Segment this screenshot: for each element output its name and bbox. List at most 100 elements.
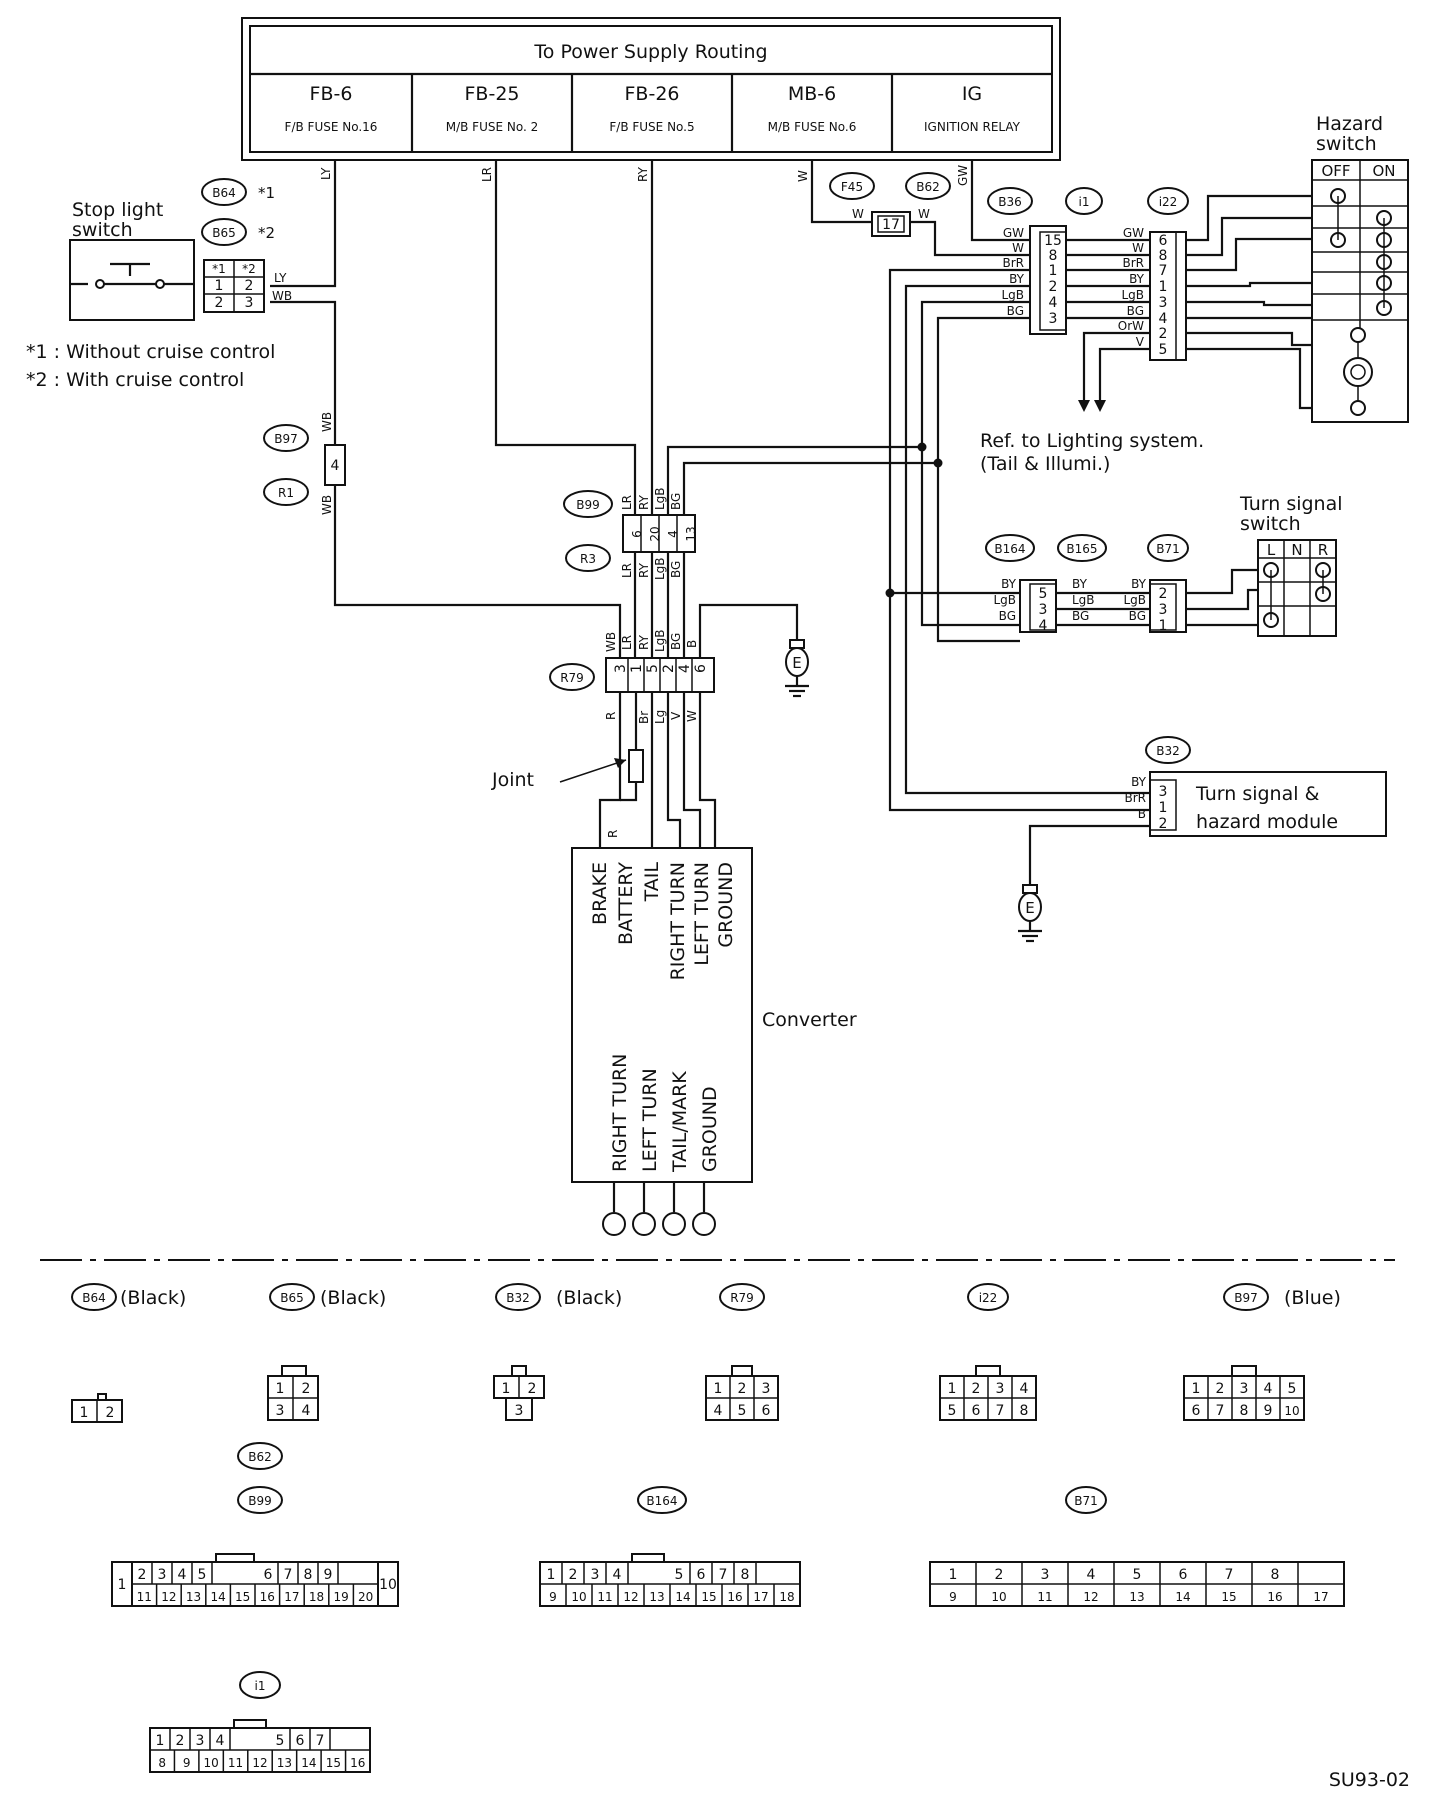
- conv-out-right-turn: RIGHT TURN: [609, 1054, 631, 1172]
- stop-pin-d: 2: [245, 278, 254, 294]
- stop-light-switch: *1 *2 1 2 2 3 LY WB Stop light switch B6…: [26, 178, 292, 391]
- fuse-desc-mb6: M/B FUSE No.6: [768, 120, 857, 134]
- legend-r79-tag: R79: [730, 1291, 754, 1305]
- wire-label-wb-2: WB: [320, 495, 334, 515]
- b164-pin-bottom: 12: [623, 1590, 638, 1604]
- b99-pin-bottom: 17: [284, 1590, 299, 1604]
- note-without-cruise: *1 : Without cruise control: [26, 341, 275, 363]
- b164-pin-2: 3: [1039, 602, 1048, 618]
- legend-b62-tag: B62: [248, 1450, 272, 1464]
- connector-b99: B99 6 20 4 13 R3 LR RY LgB BG LR RY LgB …: [563, 487, 698, 580]
- legend-b65-tag: B65: [280, 1291, 304, 1305]
- b99-pin-bottom: 12: [161, 1590, 176, 1604]
- tag-r1: R1: [278, 486, 294, 500]
- stop-light-label-1: Stop light: [72, 199, 163, 221]
- b164-pin-bottom: 14: [675, 1590, 690, 1604]
- fuse-desc-fb6: F/B FUSE No.16: [285, 120, 378, 134]
- i22-wire-lgb: LgB: [1121, 288, 1144, 302]
- connector-b36: B36 i1 i22 15 8 1 2 4 3 GW W BrR BY LgB …: [987, 187, 1189, 361]
- wire-lr-b99: LR: [620, 495, 634, 510]
- b71-pin-bottom: 10: [991, 1590, 1006, 1604]
- wire-label-ry-top: RY: [636, 166, 650, 182]
- fuse-code-mb6: MB-6: [788, 83, 836, 105]
- b97-pin: 4: [331, 458, 340, 474]
- lighting-ref-2: (Tail & Illumi.): [980, 453, 1110, 475]
- wire-ry-r3: RY: [637, 562, 651, 578]
- fuse-code-fb25: FB-25: [465, 83, 520, 105]
- b99-pin-bottom: 13: [186, 1590, 201, 1604]
- b36-wire-bg: BG: [1007, 304, 1024, 318]
- i22-wire-bg: BG: [1127, 304, 1144, 318]
- b164-pin-bottom: 18: [779, 1590, 794, 1604]
- legend-b97-pin-8: 8: [1240, 1403, 1249, 1419]
- hazard-switch: Hazard switch OFF ON: [1311, 113, 1409, 423]
- b71-pin-top: 4: [1087, 1567, 1096, 1583]
- wire-b-r79: B: [685, 640, 699, 648]
- b36-pin-5: 4: [1049, 295, 1058, 311]
- wire-br-out: Br: [637, 711, 651, 724]
- legend-r79-pin-1: 1: [714, 1381, 723, 1397]
- connector-r79: R79 3 1 5 2 4 6 WB LR RY LgB BG B R Br L…: [549, 629, 715, 724]
- b99-pin-bottom: 16: [260, 1590, 275, 1604]
- b36-pin-4: 2: [1049, 279, 1058, 295]
- joint: Joint R: [491, 749, 644, 838]
- stop-pin-b: *2: [242, 262, 256, 276]
- b99-pin-top: 3: [158, 1567, 167, 1583]
- connector-b164-b71: B164 B165 B71 5 3 4 BY LgB BG BY LgB BG …: [985, 534, 1189, 634]
- tag-r3: R3: [580, 552, 596, 566]
- stop-wire-ly: LY: [274, 271, 287, 285]
- legend-b64-pin-2: 2: [106, 1405, 115, 1421]
- wire-lr-r79: LR: [620, 635, 634, 650]
- legend-b97-color: (Blue): [1284, 1287, 1341, 1309]
- r79-pin-4: 2: [661, 664, 677, 673]
- converter: Converter BRAKE BATTERY TAIL RIGHT TURN …: [571, 847, 857, 1236]
- b164-pin-top: 1: [547, 1567, 556, 1583]
- wire-label-wb-1: WB: [320, 412, 334, 432]
- tag-b165: B165: [1066, 542, 1097, 556]
- legend-r79-pin-3: 3: [762, 1381, 771, 1397]
- i1-pin-top: 5: [276, 1733, 285, 1749]
- stop-pin-a: *1: [212, 262, 226, 276]
- wire-w-out: W: [685, 710, 699, 722]
- i1-pin-bottom: 10: [203, 1756, 218, 1770]
- b71-pin-bottom: 16: [1267, 1590, 1282, 1604]
- b36-pin-2: 8: [1049, 248, 1058, 264]
- b164-pin-3: 4: [1039, 618, 1048, 634]
- i1-pin-top: 2: [176, 1733, 185, 1749]
- legend-i22-tag: i22: [979, 1291, 998, 1305]
- b32-pin-1: 3: [1159, 784, 1168, 800]
- legend-b97-pin-10: 10: [1284, 1404, 1299, 1418]
- tag-b32: B32: [1156, 744, 1180, 758]
- wire-bg-r79: BG: [669, 633, 683, 650]
- turn-signal-hazard-module: B32 3 1 2 BY BrR B Turn signal & hazard …: [1124, 736, 1387, 837]
- r79-pin-6: 6: [693, 664, 709, 673]
- i1-pin-top: 3: [196, 1733, 205, 1749]
- b71-pin-top: 2: [995, 1567, 1004, 1583]
- b99-pin-top: 8: [304, 1567, 313, 1583]
- b99-pin-bottom: 20: [358, 1590, 373, 1604]
- stop-light-label-2: switch: [72, 219, 133, 241]
- legend-b65-color: (Black): [320, 1287, 386, 1309]
- tag-b64: B64: [212, 186, 236, 200]
- stop-wire-wb: WB: [272, 289, 292, 303]
- legend-b32-pin-3: 3: [515, 1403, 524, 1419]
- conv-out-ground: GROUND: [699, 1086, 721, 1172]
- b164-pin-bottom: 17: [753, 1590, 768, 1604]
- b164-pin-bottom: 15: [701, 1590, 716, 1604]
- b164-pin-top: 7: [719, 1567, 728, 1583]
- wire-label-w-f45-left: W: [852, 207, 864, 221]
- legend-b97-pin-6: 6: [1192, 1403, 1201, 1419]
- b99-pin-2: 20: [648, 526, 662, 541]
- stop-pin-f: 3: [245, 295, 254, 311]
- legend-r79-pin-4: 4: [714, 1403, 723, 1419]
- conv-in-brake: BRAKE: [589, 862, 611, 925]
- i22-pin-7: 2: [1159, 326, 1168, 342]
- i1-pin-bottom: 12: [252, 1756, 267, 1770]
- b71-wire-by: BY: [1131, 577, 1147, 591]
- wire-v-out: V: [669, 711, 683, 720]
- b164-pin-top: 5: [675, 1567, 684, 1583]
- wire-bg-b99: BG: [669, 493, 683, 510]
